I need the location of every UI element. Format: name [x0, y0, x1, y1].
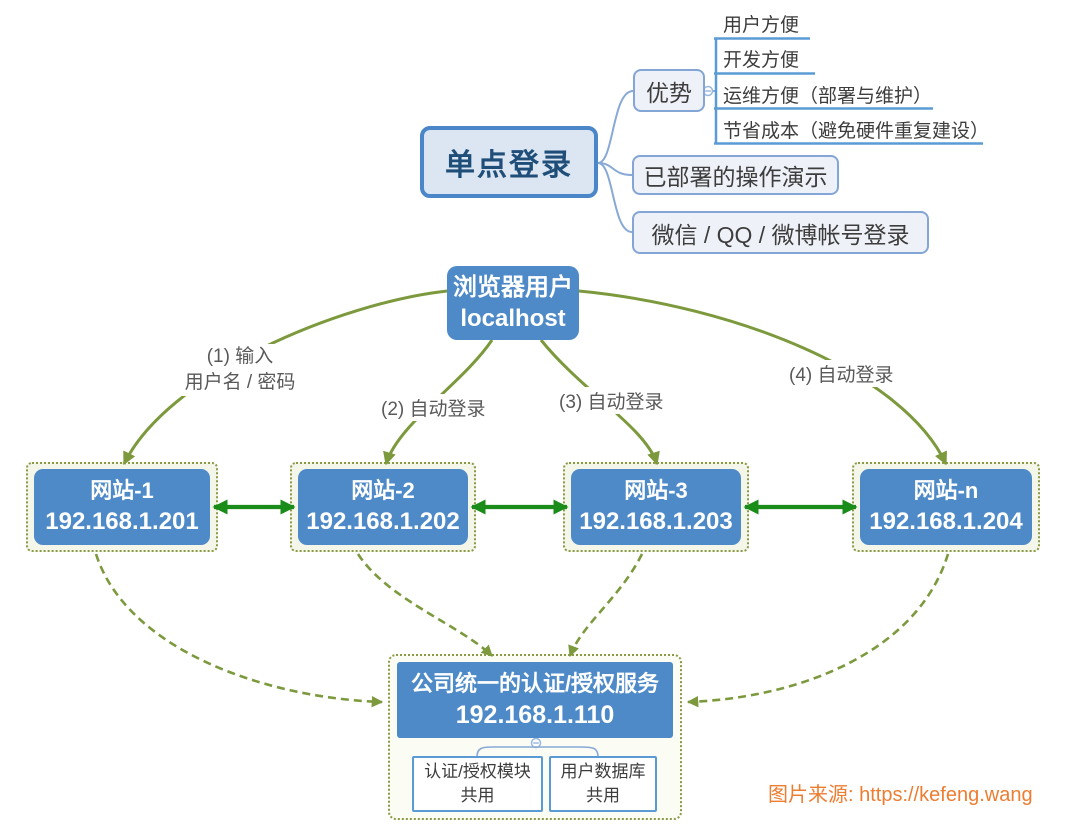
relation-label-2: (2) 自动登录	[378, 394, 489, 421]
relation-label-3: (3) 自动登录	[556, 387, 667, 414]
website-2-name: 网站-2	[351, 478, 415, 503]
website-n-node[interactable]: 网站-n 192.168.1.204	[860, 469, 1032, 545]
image-source-label: 图片来源:	[768, 784, 854, 806]
website-1-name: 网站-1	[90, 478, 154, 503]
website-1-node[interactable]: 网站-1 192.168.1.201	[34, 469, 210, 545]
auth-module-line2: 共用	[460, 786, 495, 805]
branch-demo[interactable]: 已部署的操作演示	[632, 155, 839, 195]
auth-module-node[interactable]: 认证/授权模块 共用	[412, 756, 543, 812]
browser-user-node[interactable]: 浏览器用户 localhost	[447, 266, 579, 340]
relation-1-line1: (1) 输入	[206, 346, 274, 367]
branch-advantages-label: 优势	[646, 79, 692, 106]
root-topic-sso[interactable]: 单点登录	[420, 126, 598, 198]
website-n-name: 网站-n	[913, 478, 979, 503]
website-3-node[interactable]: 网站-3 192.168.1.203	[571, 469, 741, 545]
user-db-node[interactable]: 用户数据库 共用	[549, 756, 657, 812]
website-3-name: 网站-3	[624, 478, 688, 503]
website-2-ip: 192.168.1.202	[306, 508, 460, 535]
website-1-ip: 192.168.1.201	[45, 508, 199, 535]
branch-demo-label: 已部署的操作演示	[643, 164, 828, 190]
user-db-line1: 用户数据库	[560, 762, 646, 781]
website-3-ip: 192.168.1.203	[579, 508, 733, 535]
relation-1-line2: 用户名 / 密码	[184, 372, 296, 393]
branch-social-label: 微信 / QQ / 微博帐号登录	[651, 221, 910, 248]
advantage-item-cost[interactable]: 节省成本（避免硬件重复建设）	[723, 121, 990, 142]
auth-service-title: 公司统一的认证/授权服务	[410, 671, 660, 696]
branch-advantages[interactable]: 优势	[633, 69, 705, 112]
website-2-node[interactable]: 网站-2 192.168.1.202	[298, 469, 468, 545]
auth-service-node[interactable]: 公司统一的认证/授权服务 192.168.1.110	[397, 662, 673, 738]
auth-module-line1: 认证/授权模块	[424, 762, 531, 781]
user-db-line2: 共用	[586, 786, 620, 805]
browser-host-label: localhost	[460, 305, 566, 332]
advantage-item-user[interactable]: 用户方便	[723, 15, 800, 36]
auth-service-ip: 192.168.1.110	[455, 701, 615, 729]
website-n-ip: 192.168.1.204	[869, 508, 1023, 535]
advantage-item-dev[interactable]: 开发方便	[723, 50, 800, 71]
relation-label-1: (1) 输入 用户名 / 密码	[147, 344, 333, 396]
browser-user-label: 浏览器用户	[453, 274, 573, 301]
image-source-credit: 图片来源: https://kefeng.wang	[768, 778, 1033, 807]
branch-social-login[interactable]: 微信 / QQ / 微博帐号登录	[632, 211, 929, 254]
relation-label-4: (4) 自动登录	[786, 360, 897, 387]
image-source-link[interactable]: https://kefeng.wang	[859, 784, 1033, 806]
root-topic-label: 单点登录	[445, 149, 573, 182]
advantage-item-ops[interactable]: 运维方便（部署与维护）	[723, 86, 933, 107]
